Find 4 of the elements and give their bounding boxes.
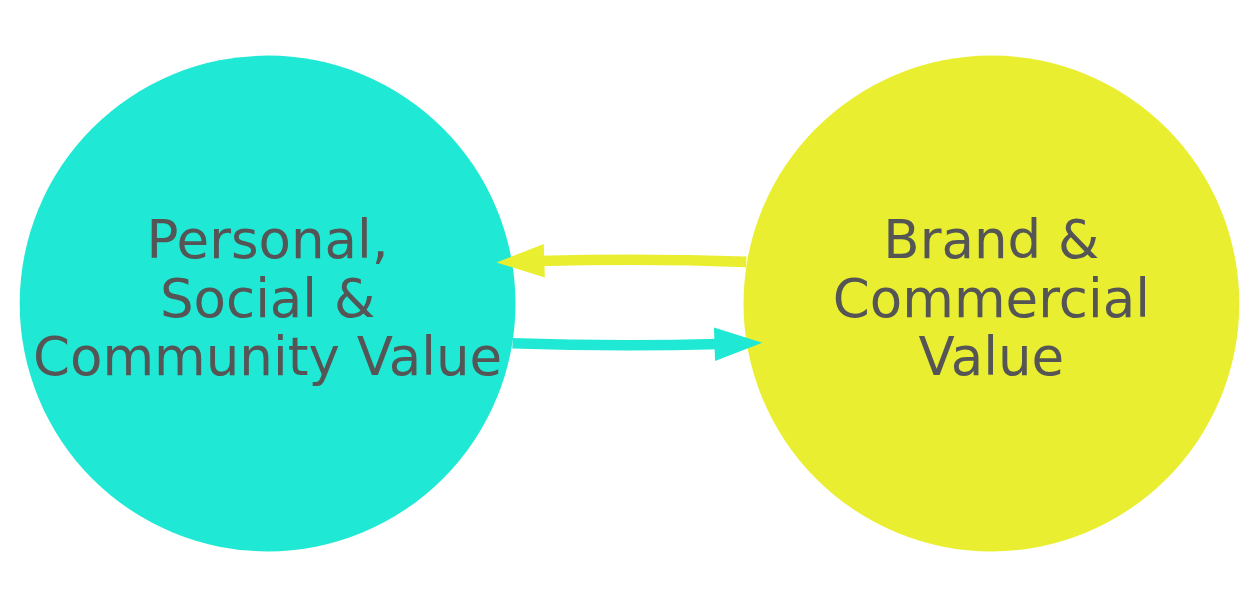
arrow (512, 327, 763, 361)
node-circle: Personal, Social & Community Value (19, 55, 516, 552)
node-circle: Brand & Commercial Value (743, 55, 1240, 552)
arrow (496, 244, 747, 278)
